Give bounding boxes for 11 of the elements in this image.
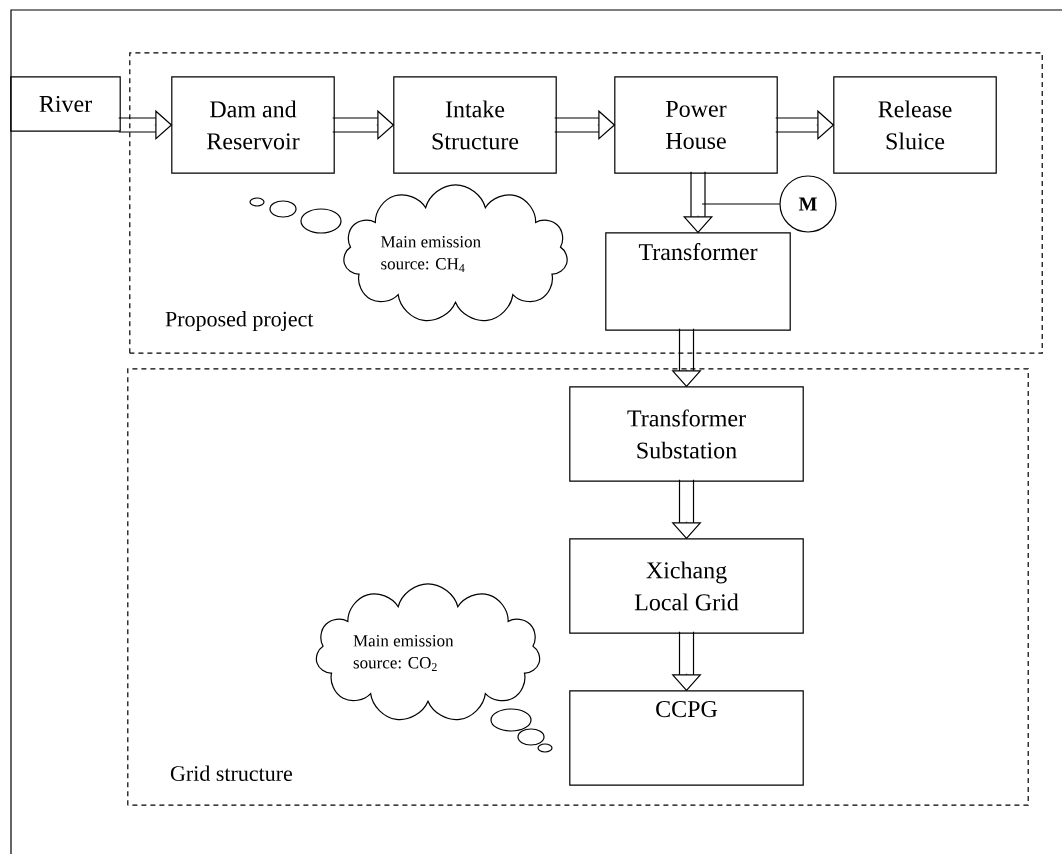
process-box: Dam and Reservoir (171, 76, 335, 174)
connector-line (701, 203, 781, 205)
thought-cloud: Main emission source: CO$_{2}$ (315, 583, 553, 753)
process-box: CCPG (569, 690, 804, 786)
process-box: Transformer (605, 232, 791, 331)
process-box: Transformer Substation (569, 386, 804, 482)
process-box: Release Sluice (833, 76, 997, 174)
process-box: Xichang Local Grid (569, 538, 804, 634)
process-box: Power House (614, 76, 778, 174)
process-box: Intake Structure (393, 76, 557, 174)
process-box: River (10, 76, 121, 132)
